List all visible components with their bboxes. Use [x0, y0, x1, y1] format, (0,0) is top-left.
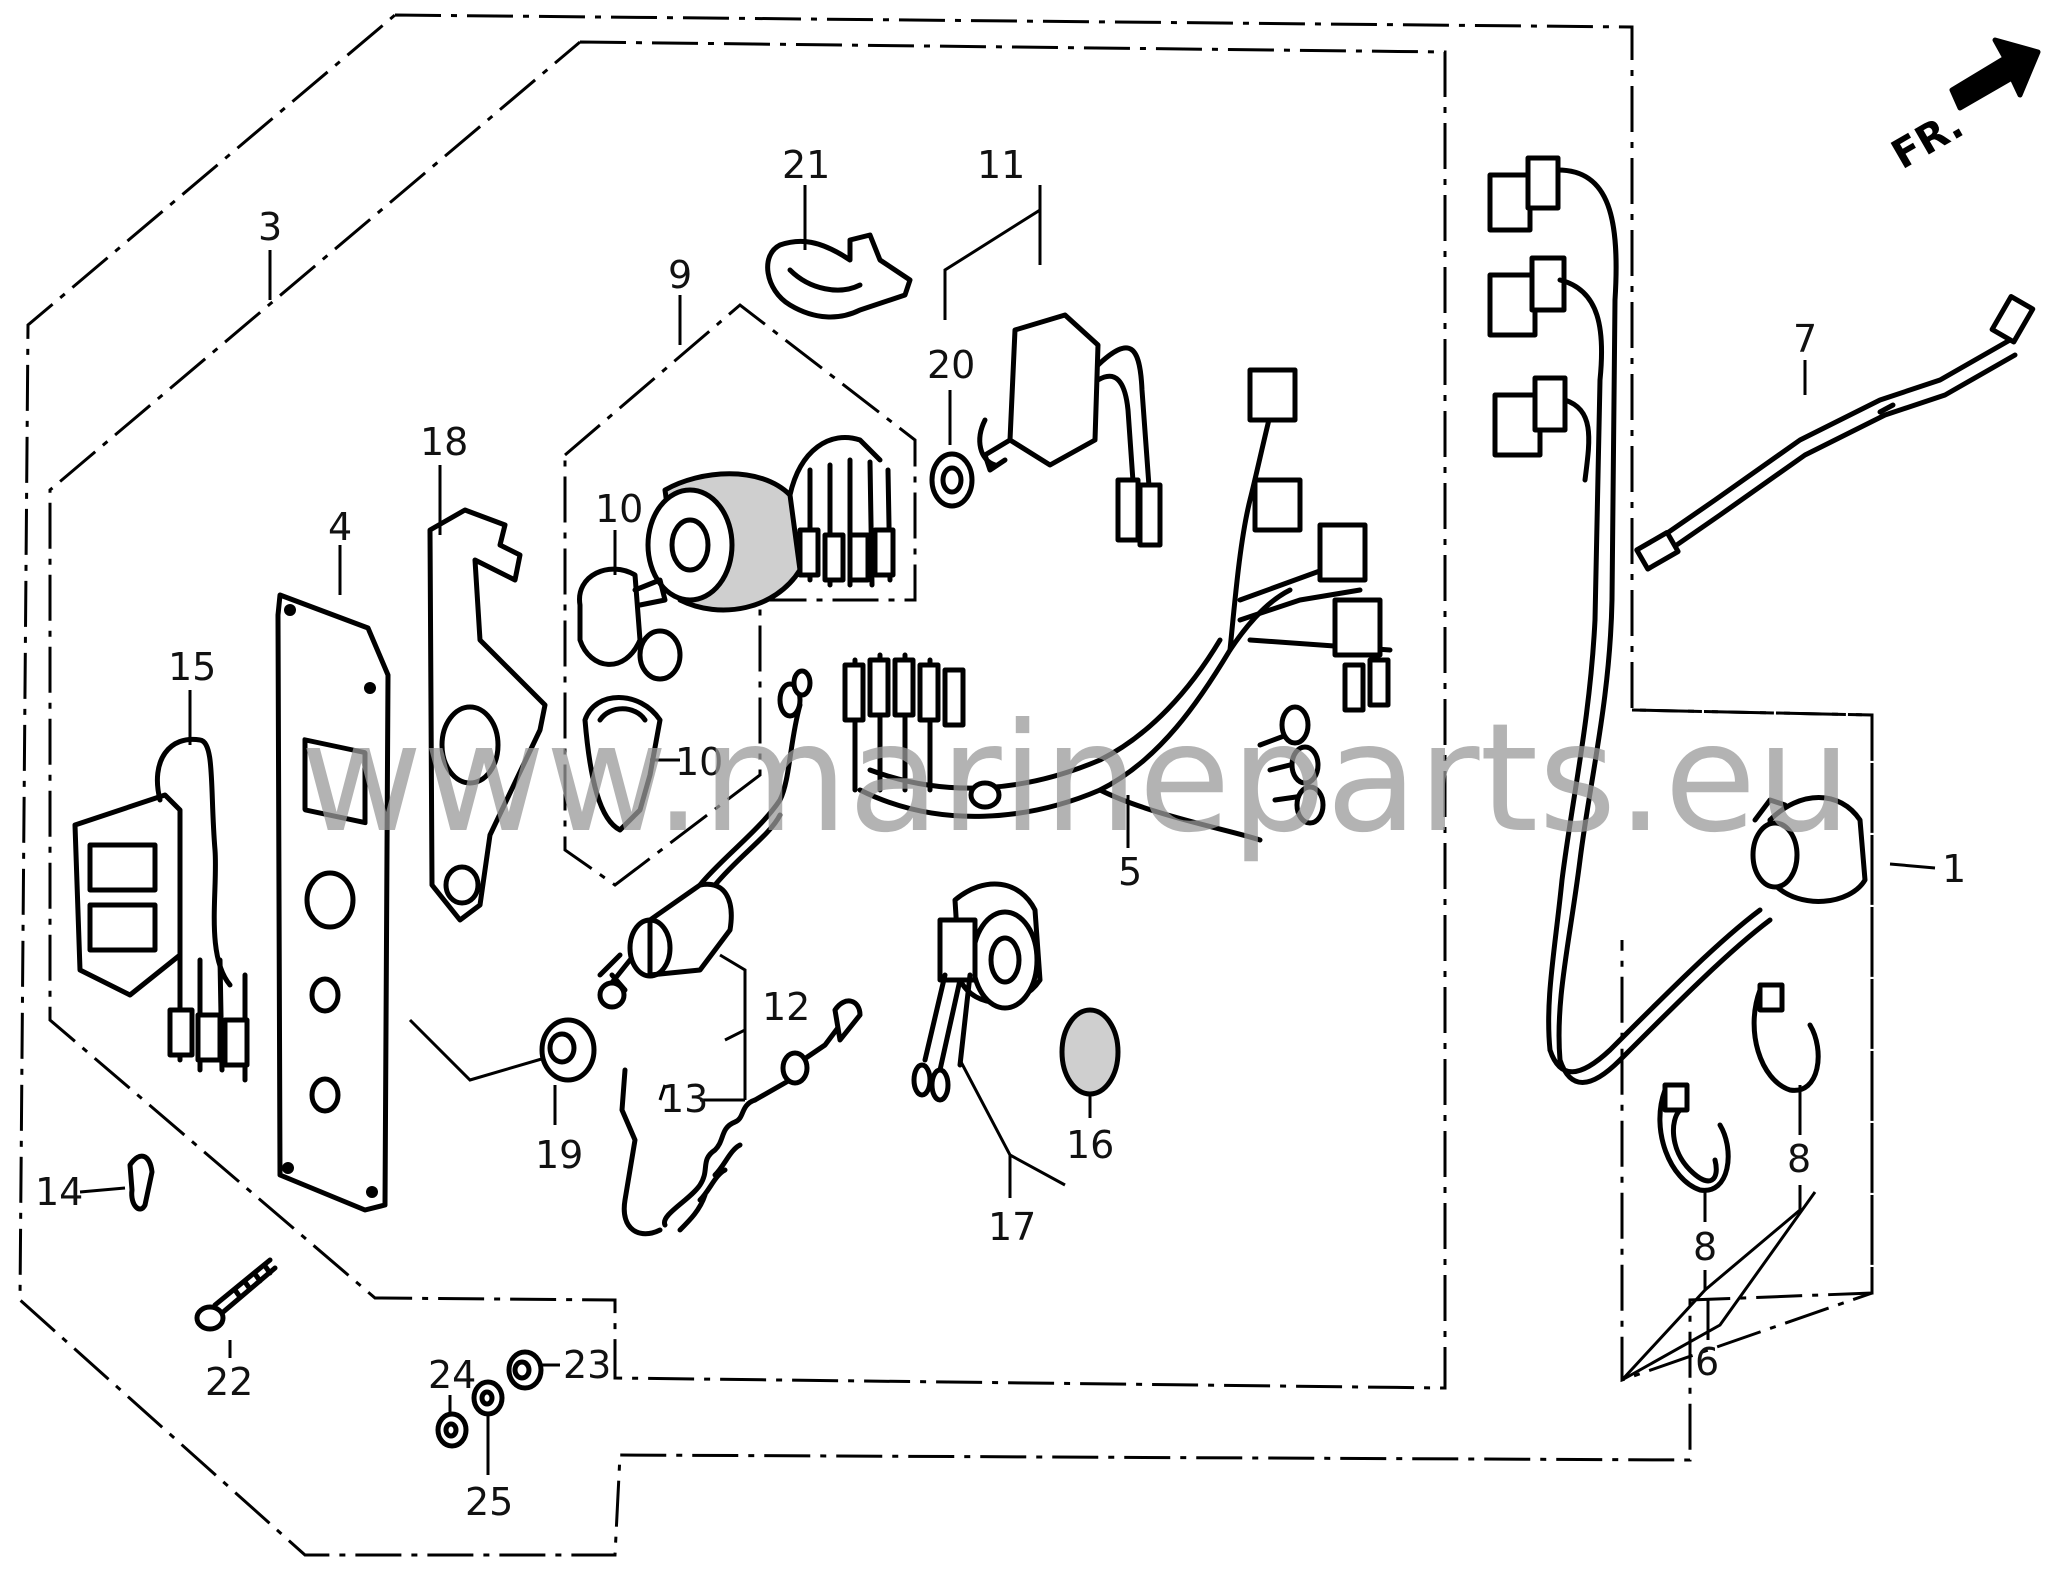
callout-16: 16 — [1066, 1123, 1114, 1167]
cable-7 — [1634, 294, 2036, 572]
clip-14 — [127, 1153, 155, 1212]
callout-8-left: 8 — [1693, 1225, 1717, 1269]
callout-9: 9 — [668, 253, 692, 297]
callout-5: 5 — [1118, 850, 1142, 894]
callout-10-lower: 10 — [675, 740, 723, 784]
callout-3: 3 — [258, 205, 282, 249]
callout-6: 6 — [1695, 1340, 1719, 1384]
clamp-8-left — [1657, 1082, 1731, 1193]
outline-group-1 — [1620, 708, 1874, 1383]
callout-7: 7 — [1793, 317, 1817, 361]
panel-plate — [275, 592, 391, 1213]
ignition-switch-9 — [645, 434, 896, 613]
callout-1: 1 — [1942, 847, 1966, 891]
callout-24: 24 — [428, 1353, 476, 1397]
harness-5 — [842, 367, 1393, 843]
key-10-upper — [577, 566, 683, 682]
nut-23 — [506, 1349, 544, 1391]
switch-15 — [72, 736, 250, 1083]
washer-24 — [435, 1411, 469, 1449]
callout-8-right: 8 — [1787, 1137, 1811, 1181]
callout-10-upper: 10 — [595, 487, 643, 531]
callout-12: 12 — [762, 985, 810, 1029]
callout-15: 15 — [168, 645, 216, 689]
bracket-18 — [427, 507, 548, 923]
front-direction-arrow — [1949, 37, 2041, 111]
nut-20 — [929, 451, 975, 509]
callout-14: 14 — [35, 1170, 83, 1214]
lanyard-13 — [619, 998, 863, 1237]
clamp-8-right — [1751, 982, 1821, 1093]
grille-16 — [1059, 1007, 1121, 1097]
bolt-22 — [194, 1257, 278, 1332]
buzzer-17 — [911, 881, 1043, 1103]
switch-12 — [597, 668, 813, 1010]
callout-23: 23 — [563, 1343, 611, 1387]
toggle-switch-11 — [977, 312, 1163, 548]
clip-21 — [765, 232, 913, 320]
key-10-lower — [582, 695, 663, 833]
callout-labels: 1 3 4 5 6 7 8 8 9 10 10 11 12 13 14 15 1… — [35, 143, 1966, 1524]
watermark: www.marineparts.eu — [300, 692, 1852, 866]
callout-17: 17 — [988, 1205, 1036, 1249]
nut-19 — [539, 1017, 597, 1083]
outline-group-6 — [1621, 1191, 1817, 1382]
callout-25: 25 — [465, 1480, 513, 1524]
callout-13: 13 — [660, 1077, 708, 1121]
group-outlines — [18, 13, 1874, 1557]
callout-4: 4 — [328, 505, 352, 549]
callout-11: 11 — [977, 143, 1025, 187]
callout-18: 18 — [420, 420, 468, 464]
front-direction-label: FR. — [1884, 102, 1971, 179]
callout-21: 21 — [782, 143, 830, 187]
outline-panel-3 — [48, 40, 1447, 1390]
callout-20: 20 — [927, 343, 975, 387]
washer-25 — [471, 1379, 505, 1417]
leader-lines — [79, 185, 1936, 1475]
outline-assembly-3 — [18, 13, 1874, 1557]
callout-19: 19 — [535, 1133, 583, 1177]
extension-harness-1 — [1487, 155, 1868, 1085]
outline-group-9 — [563, 303, 917, 887]
callout-22: 22 — [205, 1360, 253, 1404]
